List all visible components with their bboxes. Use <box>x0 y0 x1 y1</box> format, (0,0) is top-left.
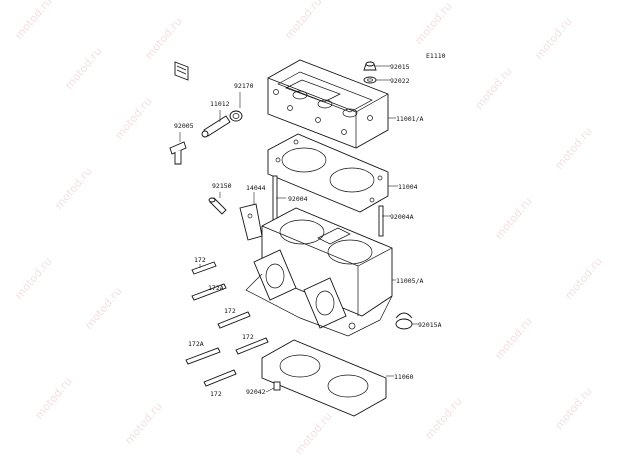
watermark-text: motod.ru <box>12 255 54 302</box>
pin-92042-part <box>273 381 281 391</box>
cylinder-head-part <box>267 59 389 149</box>
watermark-text: motod.ru <box>492 195 534 242</box>
label-11004: 11004 <box>398 183 418 191</box>
watermark-text: motod.ru <box>12 0 54 42</box>
sensor-11012-part <box>201 115 231 138</box>
label-172: 172 <box>224 307 236 315</box>
watermark-text: motod.ru <box>472 65 514 112</box>
watermark-text: motod.ru <box>422 395 464 442</box>
watermark-text: motod.ru <box>562 255 604 302</box>
label-92005: 92005 <box>174 122 194 130</box>
label-92015: 92015 <box>390 63 410 71</box>
stud-172A-part <box>185 347 221 365</box>
bracket-14044-part <box>239 203 263 241</box>
label-172: 172 <box>194 256 206 264</box>
stud-172-part <box>217 311 251 329</box>
stud-92004A-part <box>378 205 384 237</box>
label-11012: 11012 <box>210 100 230 108</box>
label-11001A: 11001/A <box>396 115 423 123</box>
watermark-text: motod.ru <box>112 95 154 142</box>
label-172: 172 <box>242 333 254 341</box>
label-92042: 92042 <box>246 388 266 396</box>
label-11060: 11060 <box>394 373 414 381</box>
stud-172-part <box>191 261 217 275</box>
stud-172A-part <box>191 283 227 301</box>
diagram-code: E1110 <box>426 52 446 60</box>
watermark-text: motod.ru <box>552 125 594 172</box>
label-172A: 172A <box>208 284 224 292</box>
leader-lines <box>179 65 418 393</box>
stud-172-part <box>235 337 269 355</box>
watermark-text: motod.ru <box>492 315 534 362</box>
label-92004A: 92004A <box>390 213 414 221</box>
label-92170: 92170 <box>234 82 254 90</box>
manual-book-icon <box>174 61 189 81</box>
label-14044: 14044 <box>246 184 266 192</box>
clamp-92170-part <box>229 110 243 122</box>
stud-172-part <box>203 369 237 387</box>
base-gasket-part <box>261 339 387 417</box>
watermark-text: motod.ru <box>32 375 74 422</box>
label-172A: 172A <box>188 340 204 348</box>
label-92150: 92150 <box>212 182 232 190</box>
watermark-text: motod.ru <box>62 45 104 92</box>
watermark-text: motod.ru <box>292 410 334 457</box>
label-92004: 92004 <box>288 195 308 203</box>
watermark-text: motod.ru <box>552 385 594 432</box>
label-92022: 92022 <box>390 77 410 85</box>
watermark-text: motod.ru <box>82 285 124 332</box>
watermark-text: motod.ru <box>412 0 454 47</box>
watermark-text: motod.ru <box>282 0 324 42</box>
watermark-text: motod.ru <box>142 15 184 62</box>
fitting-92005-part <box>169 141 187 165</box>
bolt-92150-part <box>208 197 227 215</box>
watermark-text: motod.ru <box>52 165 94 212</box>
label-92015A: 92015A <box>418 321 442 329</box>
label-172: 172 <box>210 390 222 398</box>
nut-92015-part <box>363 61 377 71</box>
washer-92022-part <box>363 76 377 84</box>
cylinder-block-part <box>245 207 393 337</box>
head-gasket-part <box>267 133 389 213</box>
label-11005A: 11005/A <box>396 277 423 285</box>
watermark-text: motod.ru <box>122 400 164 447</box>
watermark-text: motod.ru <box>532 15 574 62</box>
cap-nut-92015A-part <box>395 312 413 330</box>
